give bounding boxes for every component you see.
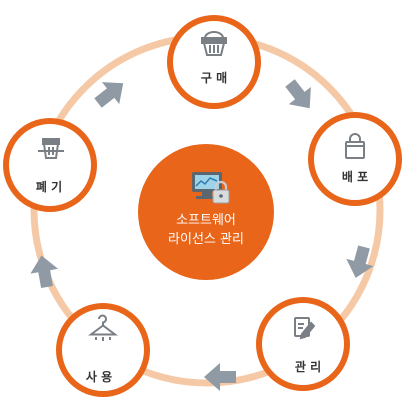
stage-manage: 관 리 bbox=[256, 297, 350, 391]
arrow-deploy-to-manage bbox=[346, 245, 374, 278]
arrow-purchase-to-deploy bbox=[285, 79, 311, 109]
stage-dispose: 폐 기 bbox=[3, 118, 97, 212]
stage-label: 배 포 bbox=[342, 169, 368, 184]
computer-lock-icon bbox=[192, 172, 230, 204]
stage-label: 사 용 bbox=[86, 369, 112, 384]
basket-icon bbox=[201, 31, 227, 56]
arrow-use-to-dispose bbox=[30, 255, 59, 289]
stage-label: 관 리 bbox=[295, 359, 321, 374]
stage-label: 구 매 bbox=[201, 70, 227, 85]
arrow-manage-to-use bbox=[204, 363, 236, 391]
edit-document-icon bbox=[294, 317, 316, 340]
shopping-bag-icon bbox=[345, 133, 365, 159]
stage-deploy: 배 포 bbox=[308, 112, 402, 206]
trash-bin-icon bbox=[38, 138, 64, 159]
center-title-line2: 라이선스 관리 bbox=[168, 232, 244, 247]
stage-use: 사 용 bbox=[56, 303, 150, 397]
center-title-line1: 소프트웨어 bbox=[176, 213, 236, 228]
arrow-dispose-to-purchase bbox=[94, 82, 124, 108]
stage-purchase: 구 매 bbox=[167, 15, 261, 109]
stage-label: 폐 기 bbox=[36, 179, 62, 194]
hanger-icon bbox=[88, 314, 118, 341]
center-node: 소프트웨어 라이선스 관리 bbox=[138, 144, 274, 280]
